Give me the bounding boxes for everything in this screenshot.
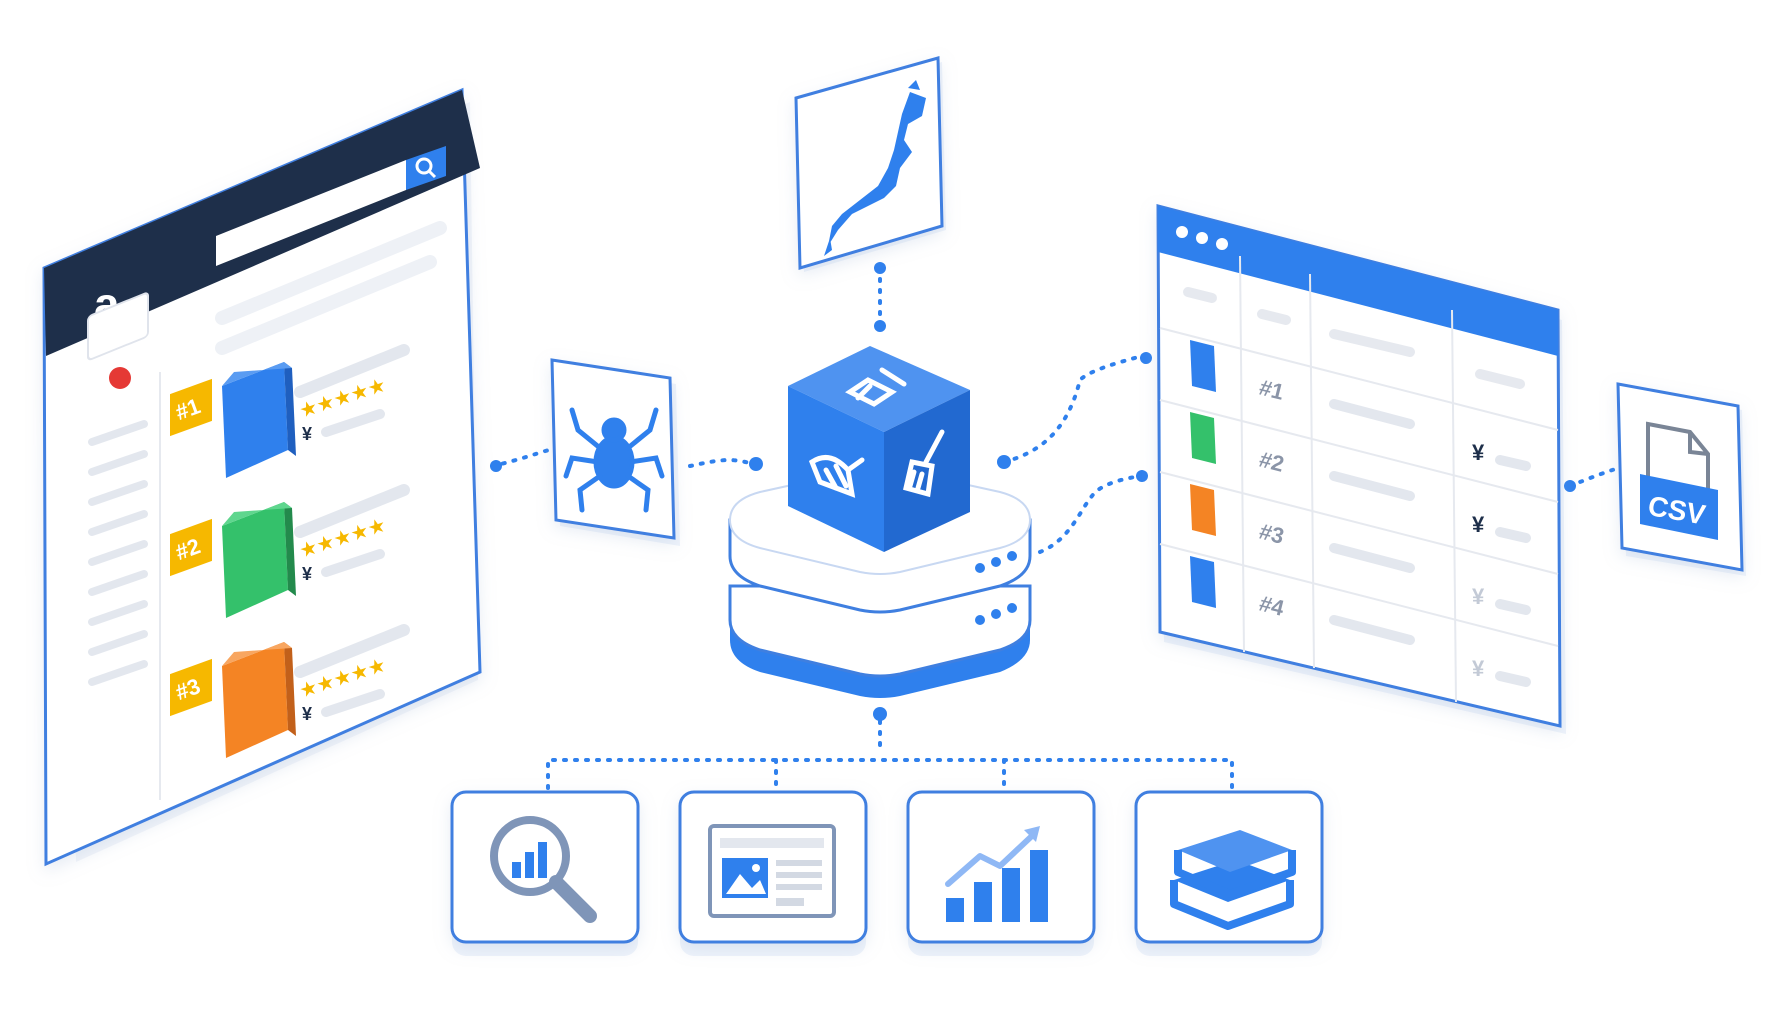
table-price-3: ¥ xyxy=(1472,512,1485,537)
table-row-2[interactable]: #2 ¥ xyxy=(1190,412,1531,501)
table-rank-3: #3 xyxy=(1257,519,1287,549)
connector-spider-cube xyxy=(688,458,754,468)
table-rank-2: #2 xyxy=(1257,447,1287,477)
store-search-button[interactable] xyxy=(406,146,446,190)
cube-top xyxy=(788,346,970,432)
table-grid xyxy=(1159,255,1559,703)
table-header-row xyxy=(1183,287,1525,389)
japan-map-card xyxy=(794,56,946,272)
table-row-3[interactable]: #3 ¥ xyxy=(1190,484,1531,573)
price-symbol-1: ¥ xyxy=(302,424,312,444)
csv-label-bg xyxy=(1640,474,1718,540)
bottom-card-analysis[interactable] xyxy=(450,790,640,956)
connector-cube-table-bottom xyxy=(1038,474,1144,554)
broom-icon-left xyxy=(808,455,865,498)
book-icon-2 xyxy=(222,502,288,618)
book-icon-1 xyxy=(222,362,288,478)
broom-icon-right xyxy=(903,429,945,498)
connector-store-spider xyxy=(490,446,558,468)
bottom-card-article[interactable] xyxy=(678,790,868,956)
table-row-5[interactable]: ¥ xyxy=(1472,656,1531,687)
table-titlebar xyxy=(1158,206,1558,356)
window-dots xyxy=(1176,226,1228,250)
book-stack-icon xyxy=(1170,830,1296,930)
crawler-card xyxy=(550,358,680,546)
connector-cube-table-top xyxy=(1002,354,1144,464)
japan-map-icon xyxy=(824,80,926,256)
connector-table-csv xyxy=(1568,464,1628,488)
bottom-card-growth[interactable] xyxy=(906,790,1096,956)
results-table-window: #1 #2 ¥ #3 ¥ #4 ¥ ¥ xyxy=(1156,204,1566,734)
table-price-5: ¥ xyxy=(1472,656,1485,681)
store-page: a #1 ★★★★★ ¥ xyxy=(42,87,482,867)
broom-icon-top xyxy=(845,367,907,407)
store-search-input[interactable] xyxy=(216,160,406,266)
search-icon xyxy=(415,157,437,179)
table-book-icon-3 xyxy=(1190,484,1216,536)
table-book-icon-4 xyxy=(1190,556,1216,608)
article-image-icon xyxy=(708,824,836,918)
spider-icon xyxy=(563,407,665,513)
connector-dots xyxy=(490,262,1576,721)
table-rank-1: #1 xyxy=(1257,375,1287,405)
table-price-4: ¥ xyxy=(1472,584,1485,609)
csv-export-card[interactable]: CSV xyxy=(1616,382,1746,576)
magnifier-chart-icon xyxy=(490,816,597,923)
japan-flag-dot xyxy=(109,367,131,389)
japan-flag xyxy=(87,292,149,361)
price-symbol-3: ¥ xyxy=(302,704,312,724)
table-book-icon-1 xyxy=(1190,340,1216,392)
table-row-1[interactable]: #1 xyxy=(1190,340,1415,429)
sidebar-filters xyxy=(88,420,148,686)
store-top-bars xyxy=(215,221,447,355)
cube-right xyxy=(884,390,970,552)
connector-bus xyxy=(546,758,1234,790)
growth-chart-icon xyxy=(945,826,1048,922)
bottom-card-books[interactable] xyxy=(1134,790,1324,956)
book-icon-3 xyxy=(222,642,288,758)
rank-badge-1 xyxy=(170,378,212,437)
table-price-2: ¥ xyxy=(1472,440,1485,465)
price-symbol-2: ¥ xyxy=(302,564,312,584)
table-book-icon-2 xyxy=(1190,412,1216,464)
processing-hub xyxy=(728,346,1032,698)
product-row-3[interactable]: #3 ★★★★★ ¥ xyxy=(170,624,410,758)
